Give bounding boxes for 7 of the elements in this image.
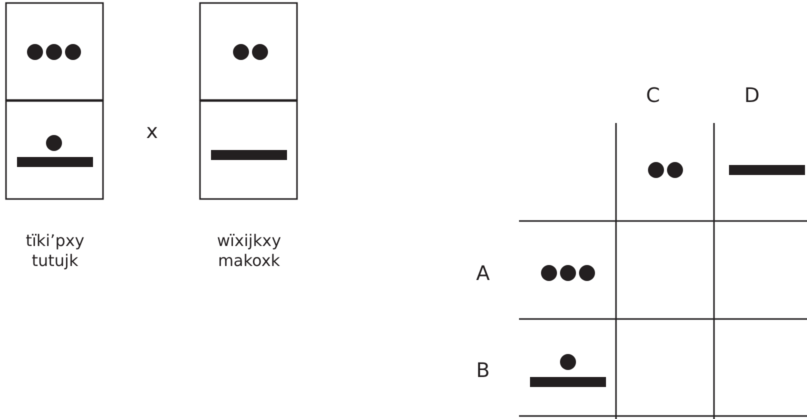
multiply-sign: x <box>146 118 158 144</box>
column-header: C <box>646 82 660 108</box>
numeral-name: tïki’pxy tutujk <box>24 231 86 271</box>
numeral-name: wïxijkxy makoxk <box>216 231 282 271</box>
row-header: B <box>476 358 490 382</box>
row-header: A <box>476 260 490 286</box>
column-header: D <box>744 82 760 108</box>
